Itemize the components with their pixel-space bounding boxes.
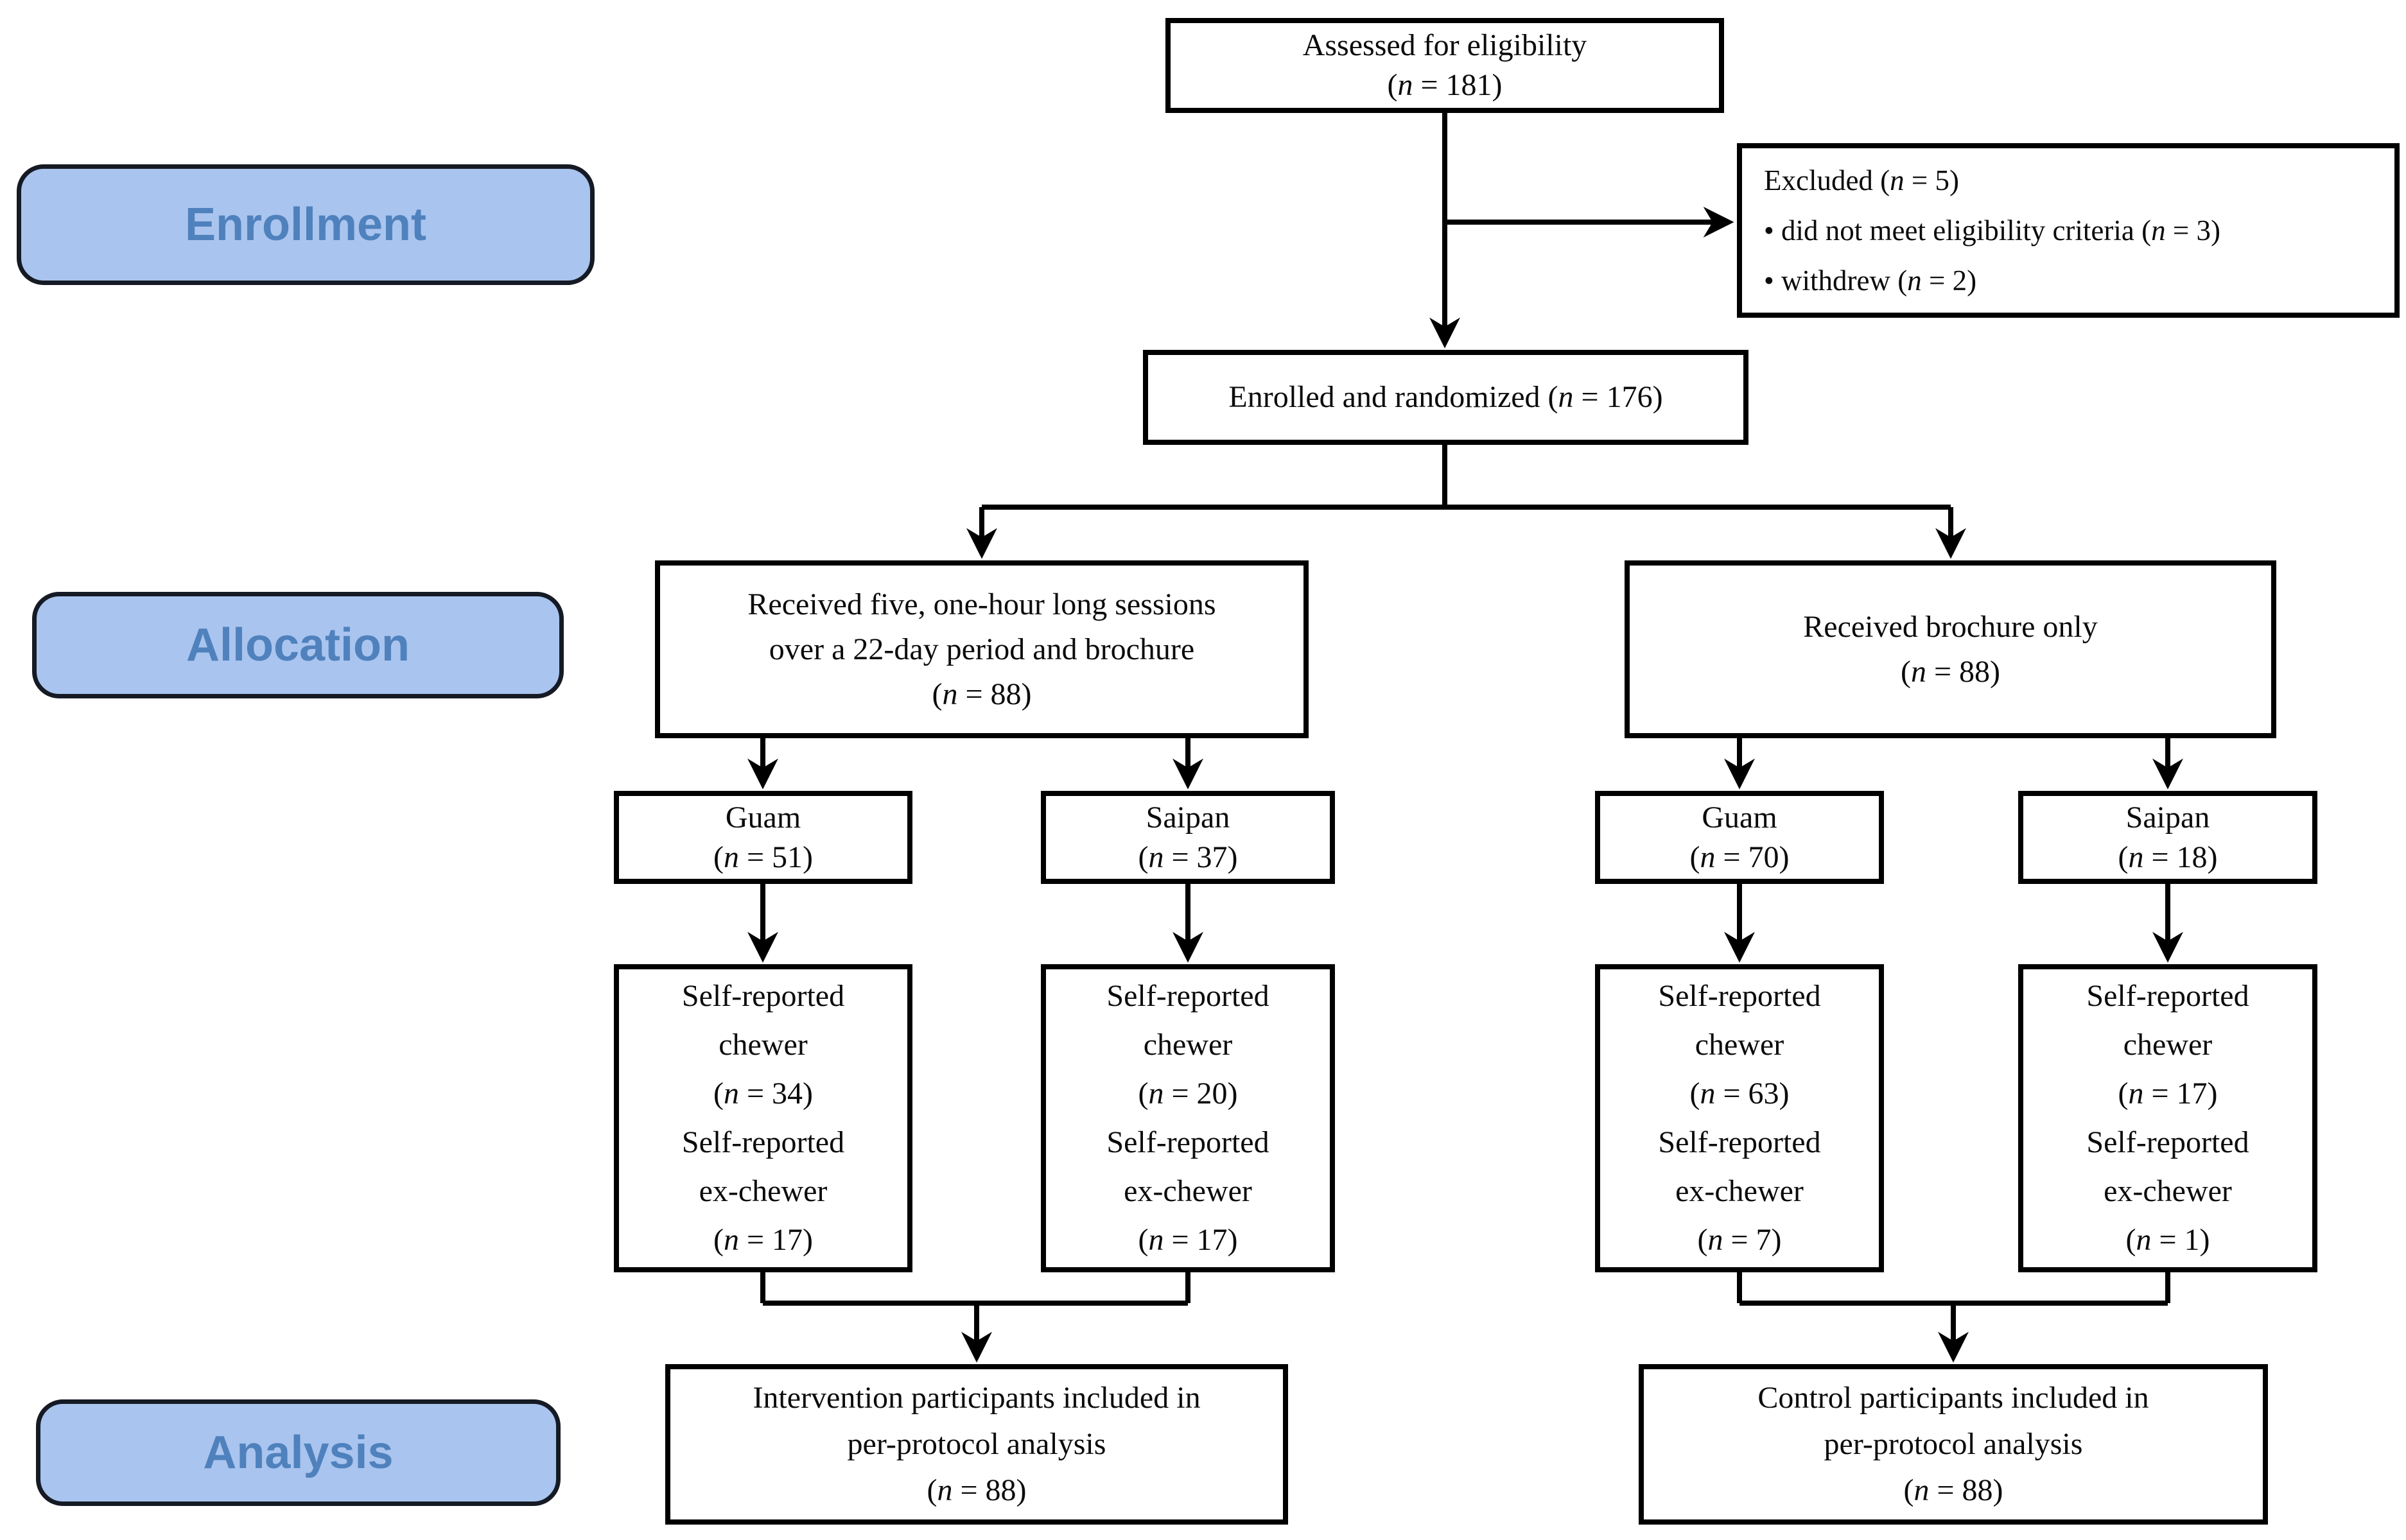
connector-intervention-merge xyxy=(760,1272,1190,1306)
stage-label-text: Enrollment xyxy=(184,199,427,250)
control-arm-box: Received brochure only(n = 88) xyxy=(1625,560,2276,738)
stage-label-allocation: Allocation xyxy=(32,592,564,698)
connector-control-merge xyxy=(1737,1272,2170,1306)
box-text: Assessed for eligibility(n = 181) xyxy=(1302,28,1587,102)
box-text: Saipan(n = 37) xyxy=(1138,800,1238,874)
stage-label-analysis: Analysis xyxy=(36,1399,561,1506)
enrolled-randomized-box: Enrolled and randomized (n = 176) xyxy=(1143,350,1748,445)
box-text: Guam(n = 51) xyxy=(713,800,814,874)
box-text: Excluded (n = 5)• did not meet eligibili… xyxy=(1764,164,2220,297)
connector-enrolled-split xyxy=(982,445,1951,510)
box-text: Enrolled and randomized (n = 176) xyxy=(1228,380,1663,414)
stage-label-text: Allocation xyxy=(186,619,410,671)
box-text: Guam(n = 70) xyxy=(1689,800,1790,874)
box-text: Received brochure only(n = 88) xyxy=(1803,609,2098,689)
excluded-box: Excluded (n = 5)• did not meet eligibili… xyxy=(1737,143,2400,318)
stage-label-text: Analysis xyxy=(203,1427,394,1478)
assessed-for-eligibility-box: Assessed for eligibility(n = 181) xyxy=(1165,18,1724,113)
stage-label-enrollment: Enrollment xyxy=(17,164,595,285)
site-box-intervention-saipan: Saipan(n = 37) xyxy=(1041,791,1335,884)
site-box-control-saipan: Saipan(n = 18) xyxy=(2018,791,2317,884)
box-text: Saipan(n = 18) xyxy=(2118,800,2218,874)
site-box-intervention-guam: Guam(n = 51) xyxy=(614,791,912,884)
site-box-control-guam: Guam(n = 70) xyxy=(1595,791,1884,884)
